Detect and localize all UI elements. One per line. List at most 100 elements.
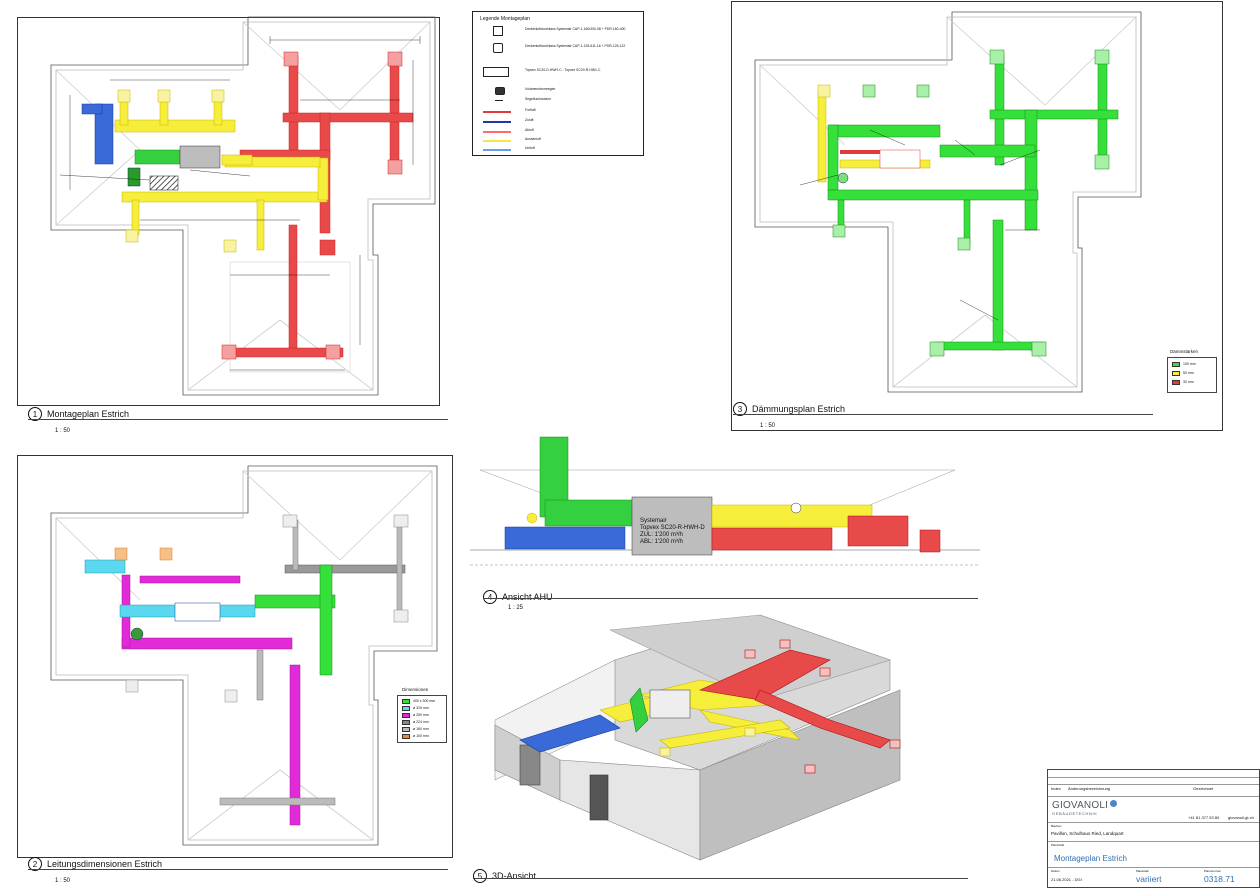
swatch xyxy=(402,705,410,711)
insulation-legend: Dämmstärken 100 mm 50 mm 30 mm xyxy=(1167,349,1217,393)
company-subtitle: GEBÄUDETECHNIK xyxy=(1052,811,1098,816)
legend-label: Abluft xyxy=(525,128,534,132)
divider xyxy=(1048,784,1259,785)
dimensions-legend-row: 400 x 300 mm xyxy=(402,698,435,704)
swatch xyxy=(1172,361,1180,367)
abluft-line-icon xyxy=(483,131,511,133)
montage-legend: Legende Montageplan Deckenluftdurchlass … xyxy=(472,11,644,156)
legend-row: Volumenstromregler xyxy=(473,86,643,96)
insulation-label: 50 mm xyxy=(1183,371,1194,375)
legend-label: Segeltuchstutzen xyxy=(525,97,552,101)
view-2-title: 2 Leitungsdimensionen Estrich xyxy=(28,857,162,871)
ahu-model: Topvex SC20-R-HWH-D xyxy=(640,525,705,531)
view-2-label: Leitungsdimensionen Estrich xyxy=(47,859,163,869)
view-3-roof-outline xyxy=(754,11,1142,393)
plan-number-label: Plannummer xyxy=(1204,869,1222,873)
legend-label: Deckenluftdurchlass Systemair CAP-1-125-… xyxy=(525,44,626,48)
diffuser-square-icon xyxy=(493,26,503,36)
swatch xyxy=(402,726,410,732)
view-4-underline xyxy=(483,598,978,599)
company-web: giovanoli-gt.ch xyxy=(1228,815,1254,820)
index-label: Index xyxy=(1051,786,1061,791)
insulation-label: 100 mm xyxy=(1183,362,1196,366)
legend-row: Deckenluftdurchlass Systemair CAP-1-125-… xyxy=(473,43,643,53)
view-1-dimension-lines xyxy=(59,36,421,371)
view-1-yellow-ducts xyxy=(114,89,329,253)
dimensions-legend-title: Dimensionen xyxy=(402,687,429,692)
swatch xyxy=(402,698,410,704)
view-1-number: 1 xyxy=(28,407,42,421)
view-2-scale: 1 : 50 xyxy=(55,878,71,884)
diffuser-round-icon xyxy=(493,43,503,53)
fortluft-line-icon xyxy=(483,111,511,113)
divider xyxy=(1048,777,1259,778)
ahu-label: Systemair Topvex SC20-R-HWH-D ZUL: 1'200… xyxy=(640,518,705,546)
change-label: Änderungsbezeichnung xyxy=(1068,786,1111,791)
plan-title: Montageplan Estrich xyxy=(1054,854,1127,863)
divider xyxy=(1048,841,1259,842)
insulation-legend-title: Dämmstärken xyxy=(1170,349,1199,354)
legend-label: Volumenstromregler xyxy=(525,87,556,91)
legend-row: Abluft xyxy=(473,127,643,137)
view-1-red-ducts xyxy=(221,51,414,360)
view-4-number: 4 xyxy=(483,590,497,604)
view-1-underline xyxy=(28,419,448,420)
company-name: GIOVANOLI xyxy=(1052,800,1109,811)
damper-icon xyxy=(495,87,505,95)
swatch xyxy=(402,712,410,718)
view-2-number: 2 xyxy=(28,857,42,871)
view-4-label: Ansicht AHU xyxy=(502,592,553,602)
view-3-label: Dämmungsplan Estrich xyxy=(752,404,846,414)
legend-row: Topvex SC20-D-HWH-C - Topvex SC20-R-HW1-… xyxy=(473,67,643,77)
view-3-underline xyxy=(733,414,1153,415)
connector-icon xyxy=(495,100,503,101)
date-value: 21.06.2021 - DGI xyxy=(1051,877,1082,882)
dimension-label: ø 315 mm xyxy=(413,706,429,710)
view-1-scale: 1 : 50 xyxy=(55,428,71,434)
view-1-label: Montageplan Estrich xyxy=(47,409,130,419)
aussenluft-line-icon xyxy=(483,140,511,142)
dimension-label: 400 x 300 mm xyxy=(413,699,436,703)
view-2-roof-outline xyxy=(50,465,438,846)
view-1-frame xyxy=(17,17,440,406)
view-4-drawing xyxy=(470,436,980,566)
legend-label: Fortluft xyxy=(525,108,536,112)
scale-label: Massstab xyxy=(1136,869,1149,873)
view-5-number: 5 xyxy=(473,869,487,883)
view-1-ahu-area xyxy=(81,103,253,191)
legend-label: Deckenluftdurchlass Systemair CAP-1-160/… xyxy=(525,27,626,31)
legend-label: Topvex SC20-D-HWH-C - Topvex SC20-R-HW1-… xyxy=(525,68,601,72)
dimensions-legend-row: ø 160 mm xyxy=(402,726,429,732)
view-3-ducts xyxy=(817,49,1119,357)
view-1-roof-outline xyxy=(50,16,436,396)
legend-row: Fortluft xyxy=(473,107,643,117)
dimension-label: ø 250 mm xyxy=(413,713,429,717)
divider xyxy=(1048,867,1259,868)
insulation-legend-row: 50 mm xyxy=(1172,370,1194,376)
legend-label: Zuluft xyxy=(525,118,534,122)
logo-mark-icon xyxy=(1110,800,1118,807)
dimension-label: ø 160 mm xyxy=(413,727,429,731)
view-1-title: 1 Montageplan Estrich xyxy=(28,407,129,421)
dimensions-legend-row: ø 250 mm xyxy=(402,712,429,718)
view-5-label: 3D-Ansicht xyxy=(492,871,537,881)
legend-row: Deckenluftdurchlass Systemair CAP-1-160/… xyxy=(473,26,643,36)
umluft-line-icon xyxy=(483,149,511,151)
view-4-title: 4 Ansicht AHU xyxy=(483,590,553,604)
view-5-3d-model xyxy=(494,614,901,861)
dimensions-legend: Dimensionen 400 x 300 mm ø 315 mm ø 250 … xyxy=(397,687,447,743)
dimension-label: ø 100 mm xyxy=(413,734,429,738)
insulation-legend-row: 100 mm xyxy=(1172,361,1196,367)
company-logo: GIOVANOLI xyxy=(1052,800,1118,811)
legend-label: Aussenluft xyxy=(525,137,541,141)
dimension-label: ø 224 mm xyxy=(413,720,429,724)
insulation-legend-row: 30 mm xyxy=(1172,379,1194,385)
zuluft-line-icon xyxy=(483,121,511,123)
title-block: Index Änderungsbezeichnung Gezeichnet GI… xyxy=(1047,769,1260,888)
divider xyxy=(1048,796,1259,797)
date-label: Datum xyxy=(1051,869,1060,873)
view-5-underline xyxy=(473,878,968,879)
dimensions-legend-row: ø 315 mm xyxy=(402,705,429,711)
legend-row: Segeltuchstutzen xyxy=(473,96,643,106)
company-phone: +41 81 377 53 80 xyxy=(1188,815,1220,820)
